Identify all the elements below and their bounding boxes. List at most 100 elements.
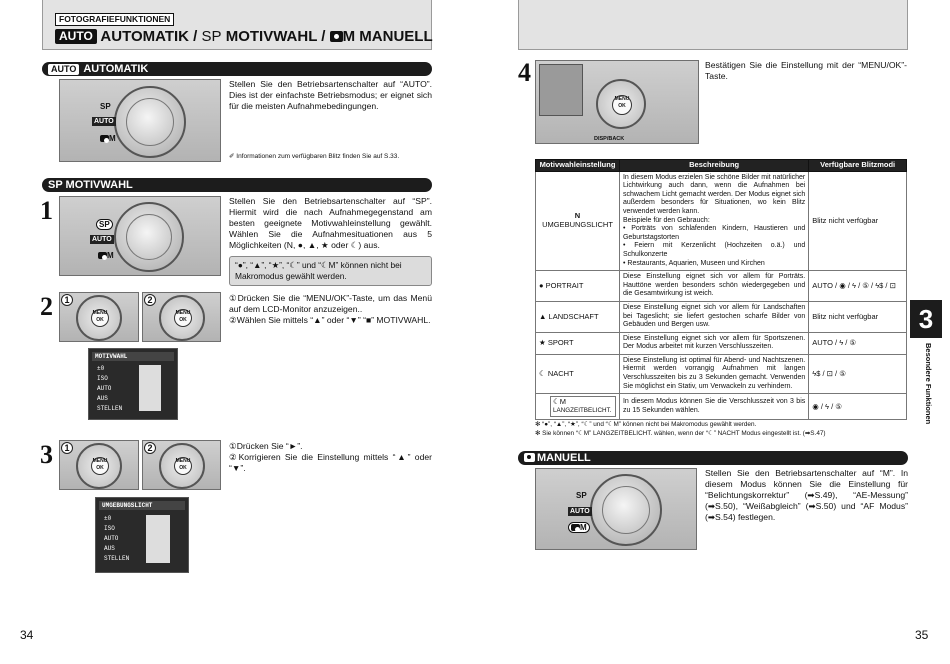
lcd-item: AUTO xyxy=(97,385,112,392)
manuell-section-bar: MANUELL xyxy=(518,451,908,465)
step-2-text-1: ①Drücken Sie die “MENU/OK”-Taste, um das… xyxy=(229,293,432,314)
footnote-1: ✻ “●”, “▲”, “★”, “☾” und “☾M” können nic… xyxy=(535,421,757,428)
night-icon: ☾ xyxy=(539,368,546,378)
dial-sp-label: SP xyxy=(100,102,111,111)
section-tag: FOTOGRAFIEFUNKTIONEN xyxy=(55,13,175,26)
lcd-item: ISO xyxy=(104,525,115,532)
flash-modes-cell: AUTO / ◉ / ϟ / ⑤ / ϟ$ / ⊡ xyxy=(808,270,907,302)
chapter-tab: 3 xyxy=(910,300,942,338)
flash-modes-cell: Blitz nicht verfügbar xyxy=(808,300,907,333)
flash-info-note: ✐ Informationen zum verfügbaren Blitz fi… xyxy=(229,153,400,160)
lcd-item: AUS xyxy=(97,395,108,402)
lcd-menu-screenshot-2: UMGEBUNGSLICHT ±0 ISO AUTO AUS STELLEN xyxy=(95,497,189,573)
table-row: ☾ NACHT Diese Einstellung ist optimal fü… xyxy=(535,353,907,395)
dial-sp-label: SP xyxy=(576,491,587,500)
step-1-number: 1 xyxy=(40,196,53,225)
table-row: ☾M LANGZEITBELICHT. In diesem Modus könn… xyxy=(535,393,907,421)
step-4-text: Bestätigen Sie die Einstellung mit der “… xyxy=(705,60,907,81)
substep-1-marker: 1 xyxy=(61,442,73,454)
step-2-text-2: ②Wählen Sie mittels “▲” oder “▼” “■” MOT… xyxy=(229,315,431,325)
substep-1-marker: 1 xyxy=(61,294,73,306)
scene-name-cell: ★ SPORT xyxy=(535,331,620,355)
page-number-right: 35 xyxy=(915,628,929,642)
title-auto-label: AUTOMATIK xyxy=(100,28,190,45)
landscape-icon: ▲ xyxy=(539,311,547,321)
page-title: AUTO AUTOMATIK / SP MOTIVWAHL / M MANUEL… xyxy=(55,28,433,46)
disp-back-label: DISP/BACK xyxy=(594,136,625,142)
list-item: Restaurants, Aquarien, Museen und Kirche… xyxy=(623,260,805,269)
left-page: FOTOGRAFIEFUNKTIONEN AUTO AUTOMATIK / SP… xyxy=(20,0,433,642)
scene-mode-table: Motivwahleinstellung Beschreibung Verfüg… xyxy=(535,159,907,421)
dial-sp-label: SP xyxy=(96,219,113,230)
scene-name-cell: ▲ LANDSCHAFT xyxy=(535,300,620,333)
table-row: ● PORTRAIT Diese Einstellung eignet sich… xyxy=(535,270,907,302)
flash-modes-cell: AUTO / ϟ / ⑤ xyxy=(808,331,907,355)
description-cell: Diese Einstellung eignet sich vor allem … xyxy=(618,300,810,333)
sport-icon: ★ xyxy=(539,337,546,347)
description-cell: In diesem Modus erzielen Sie schöne Bild… xyxy=(618,170,810,272)
subscene-box: ☾M LANGZEITBELICHT. xyxy=(550,396,616,418)
menu-ok-button: MENU OK xyxy=(91,309,109,327)
flash-modes-cell: ◉ / ϟ / ⑤ xyxy=(808,393,907,421)
chapter-side-label: Besondere Funktionen xyxy=(924,343,933,425)
step-3-text-2: ②Korrigieren Sie die Einstellung mittels… xyxy=(229,452,432,473)
mode-dial-center xyxy=(602,486,650,534)
table-header: Beschreibung xyxy=(618,159,810,172)
mode-dial-center xyxy=(126,98,174,146)
lcd-item: STELLEN xyxy=(104,555,130,562)
dial-auto-label: AUTO xyxy=(92,117,116,126)
manuell-text: Stellen Sie den Betriebsartenschalter au… xyxy=(705,468,908,522)
scene-name-cell: N UMGEBUNGSLICHT xyxy=(535,170,620,272)
automatik-text: Stellen Sie den Betriebsartenschalter au… xyxy=(229,79,432,111)
step-3-number: 3 xyxy=(40,440,53,469)
description-cell: Diese Einstellung eignet sich vor allem … xyxy=(618,270,810,302)
long-exposure-icon: ☾M xyxy=(553,397,566,407)
description-cell: Diese Einstellung eignet sich vor allem … xyxy=(618,331,810,355)
scene-name: SPORT xyxy=(547,337,574,347)
scene-name-cell: ☾M LANGZEITBELICHT. xyxy=(535,393,620,421)
dial-m-label: M xyxy=(568,522,590,533)
right-page: 4 MENU OK DISP/BACK Bestätigen Sie die E… xyxy=(475,0,950,664)
title-sep-2: / xyxy=(317,28,330,45)
scene-name-cell: ☾ NACHT xyxy=(535,353,620,395)
lcd-item: STELLEN xyxy=(97,405,123,412)
title-manual-mode: M xyxy=(342,28,356,45)
table-row: ▲ LANDSCHAFT Diese Einstellung eignet si… xyxy=(535,300,907,333)
right-header-box xyxy=(518,0,908,50)
camera-dial-auto-illustration: SP AUTO M xyxy=(59,79,221,162)
step-4-number: 4 xyxy=(518,58,531,87)
table-row: ★ SPORT Diese Einstellung eignet sich vo… xyxy=(535,331,907,355)
scene-name: PORTRAIT xyxy=(545,280,584,290)
camera-dial-manual-illustration: SP AUTO M xyxy=(535,468,697,550)
title-manual-label: MANUELL xyxy=(355,28,433,45)
dial-m-label: M xyxy=(100,134,116,143)
title-sp-label: MOTIVWAHL xyxy=(221,28,318,45)
d-pad-icon xyxy=(596,79,646,129)
list-item: Feiern mit Kerzenlicht (Hochzeiten o.ä.)… xyxy=(623,242,805,259)
lcd-item: ISO xyxy=(97,375,108,382)
list-item: Porträts von schlafenden Kindern, Hausti… xyxy=(623,225,805,242)
camera-icon xyxy=(98,252,107,260)
camera-icon xyxy=(571,524,580,532)
menu-ok-button: MENU OK xyxy=(612,95,632,115)
table-row: N UMGEBUNGSLICHT In diesem Modus erziele… xyxy=(535,170,907,272)
lcd-item: ±0 xyxy=(97,365,105,372)
dial-auto-label: AUTO xyxy=(90,235,114,244)
table-header: Verfügbare Blitzmodi xyxy=(808,159,907,172)
lcd-menu-screenshot-1: MOTIVWAHL ±0 ISO AUTO AUS STELLEN xyxy=(88,348,178,420)
description-text: In diesem Modus erzielen Sie schöne Bild… xyxy=(622,173,806,215)
lcd-item: AUS xyxy=(104,545,115,552)
menu-ok-button: MENU OK xyxy=(174,457,192,475)
camera-icon xyxy=(329,31,343,42)
dial-auto-label: AUTO xyxy=(568,507,592,516)
lcd-item: AUTO xyxy=(104,535,119,542)
confirm-button-illustration: MENU OK DISP/BACK xyxy=(535,60,699,144)
portrait-icon: ● xyxy=(539,280,544,290)
automatik-label: AUTOMATIK xyxy=(83,63,149,75)
description-intro: Beispiele für den Gebrauch: xyxy=(622,216,710,224)
lcd-item: ±0 xyxy=(104,515,112,522)
camera-dial-sp-illustration: SP AUTO M xyxy=(59,196,221,276)
scene-name-cell: ● PORTRAIT xyxy=(535,270,620,302)
natural-light-icon: N xyxy=(574,211,581,221)
